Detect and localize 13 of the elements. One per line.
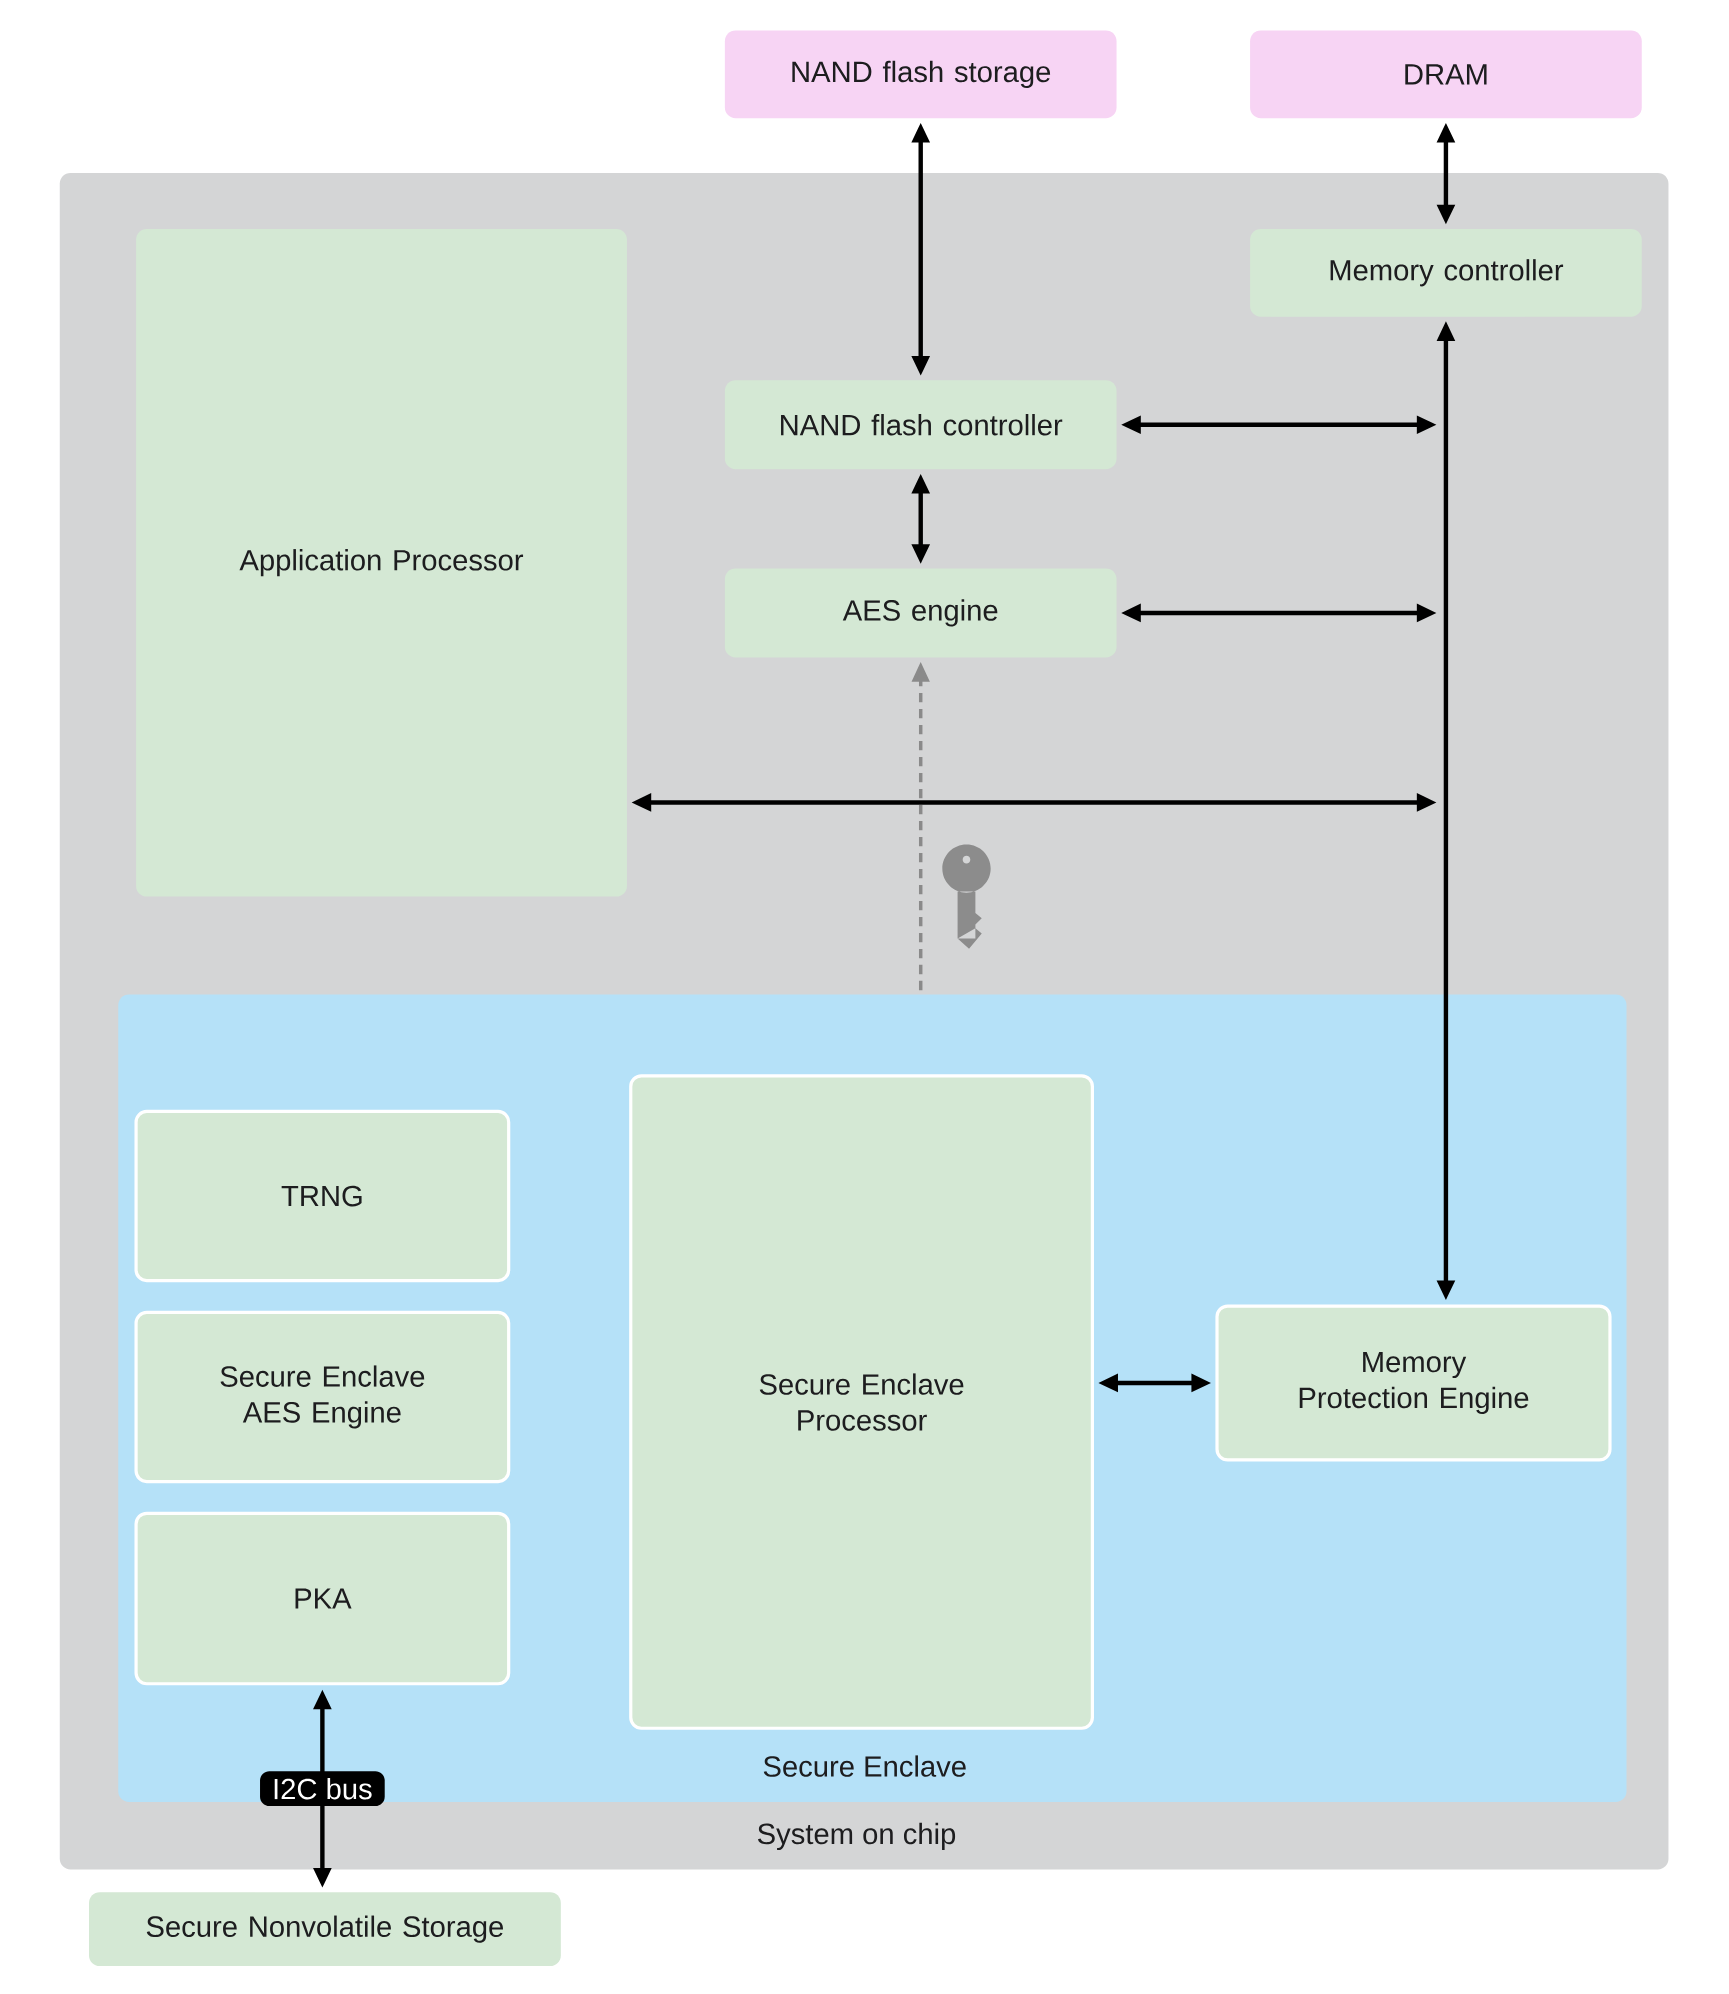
component-box: PKA [134,1511,511,1686]
processor-box: Application Processor [135,228,627,897]
controller-box: Memory controller [1249,228,1642,317]
component-box: TRNG [134,1109,511,1283]
controller-box: NAND flash controller [724,380,1117,470]
component-box: Secure Enclave AES Engine [134,1310,511,1484]
edge-label: I2C bus [259,1771,385,1807]
processor-box: Secure Enclave Processor [628,1074,1094,1730]
memory-box: DRAM [1249,30,1642,119]
storage-box: NAND flash storage [724,30,1117,119]
engine-box: AES engine [724,568,1117,658]
storage-box: Secure Nonvolatile Storage [88,1892,561,1967]
engine-box: Memory Protection Engine [1215,1304,1612,1462]
